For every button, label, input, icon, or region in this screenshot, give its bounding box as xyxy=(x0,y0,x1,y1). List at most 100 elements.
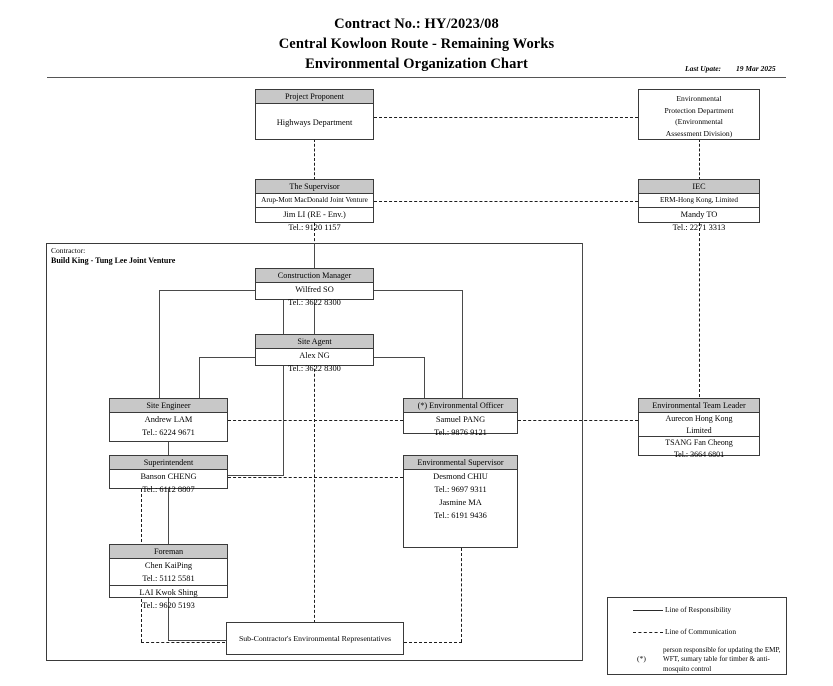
link-iec-team-leader xyxy=(699,223,700,397)
link-cm-left-h xyxy=(159,290,255,291)
box-iec-tel: Tel.: 2271 3313 xyxy=(672,223,726,232)
box-iec[interactable]: IEC ERM-Hong Kong, Limited Mandy TO Tel.… xyxy=(638,179,760,232)
box-env-supervisor-tel-1: Tel.: 9697 9311 xyxy=(434,485,487,494)
legend-dashed-line-sample xyxy=(633,632,663,633)
box-iec-person: Mandy TO xyxy=(680,210,718,219)
box-the-supervisor-tel: Tel.: 9120 1157 xyxy=(288,223,341,232)
link-site-engineer-eo xyxy=(228,420,403,421)
link-proponent-supervisor xyxy=(314,139,315,180)
link-cm-top xyxy=(314,243,315,268)
box-the-supervisor-title: The Supervisor xyxy=(256,180,373,194)
box-environmental-team-leader-title: Environmental Team Leader xyxy=(639,399,759,413)
link-env-supervisor-sub-dash xyxy=(461,548,462,642)
box-foreman-person-1: Chen KaiPing xyxy=(144,561,193,570)
box-construction-manager-title: Construction Manager xyxy=(256,269,373,283)
box-environmental-officer-person: Samuel PANG xyxy=(435,415,486,424)
link-foreman-sub-v xyxy=(168,598,169,640)
link-superintendent-env-supervisor xyxy=(228,477,403,478)
link-sa-right-v xyxy=(424,357,425,398)
box-iec-company: ERM-Hong Kong, Limited xyxy=(639,194,759,208)
box-construction-manager[interactable]: Construction Manager Wilfred SO Tel.: 36… xyxy=(255,268,374,307)
legend-asterisk-marker: (*) xyxy=(637,654,646,663)
link-env-supervisor-sub-dash-h xyxy=(404,642,462,643)
box-site-engineer-title: Site Engineer xyxy=(110,399,227,413)
box-environmental-officer-tel: Tel.: 9876 9121 xyxy=(434,428,487,437)
legend-solid-line-sample xyxy=(633,610,663,611)
box-project-proponent-title: Project Proponent xyxy=(256,90,373,104)
box-the-supervisor-company: Arup-Mott MacDonald Joint Venture xyxy=(256,194,373,208)
last-update-value: 19 Mar 2025 xyxy=(736,64,776,73)
link-cm-site-agent xyxy=(314,300,315,334)
box-site-agent-tel: Tel.: 3622 8300 xyxy=(288,364,341,373)
title-line-2: Central Kowloon Route - Remaining Works xyxy=(278,36,555,52)
box-site-engineer-tel: Tel.: 6224 9671 xyxy=(142,428,195,437)
epd-line-3: (Environmental xyxy=(675,117,723,126)
box-the-supervisor[interactable]: The Supervisor Arup-Mott MacDonald Joint… xyxy=(255,179,374,232)
box-foreman-person-2: LAI Kwok Shing xyxy=(110,585,227,599)
box-environmental-protection-department[interactable]: Environmental Protection Department (Env… xyxy=(638,89,760,140)
box-project-proponent-line1: Highways Department xyxy=(276,118,353,127)
link-sa-left-v xyxy=(199,357,200,398)
box-env-supervisor-tel-2: Tel.: 6191 9436 xyxy=(434,511,487,520)
legend-responsibility-label: Line of Responsibility xyxy=(665,605,732,614)
box-etl-person: TSANG Fan Cheong xyxy=(639,436,759,449)
box-the-supervisor-person: Jim LI (RE - Env.) xyxy=(283,210,346,219)
title-line-3: Environmental Organization Chart xyxy=(305,56,528,72)
box-etl-tel: Tel.: 3664 6801 xyxy=(673,450,725,459)
link-foreman-sub-h xyxy=(168,640,226,641)
link-proponent-epd xyxy=(374,117,638,118)
title-line-1: Contract No.: HY/2023/08 xyxy=(334,16,499,32)
link-supervisor-iec xyxy=(374,201,638,202)
link-supervisor-downspine xyxy=(314,223,315,633)
box-environmental-officer-title: (*) Environmental Officer xyxy=(404,399,517,413)
box-superintendent[interactable]: Superintendent Banson CHENG Tel.: 6112 8… xyxy=(109,455,228,494)
box-superintendent-title: Superintendent xyxy=(110,456,227,470)
box-project-proponent[interactable]: Project Proponent Highways Department xyxy=(255,89,374,140)
link-sa-right-h xyxy=(373,357,425,358)
epd-line-4: Assessment Division) xyxy=(665,128,733,138)
box-construction-manager-person: Wilfred SO xyxy=(295,285,334,294)
box-superintendent-person: Banson CHENG xyxy=(140,472,197,481)
box-site-agent-title: Site Agent xyxy=(256,335,373,349)
box-environmental-supervisor[interactable]: Environmental Supervisor Desmond CHIU Te… xyxy=(403,455,518,548)
box-subcontractor-representatives[interactable]: Sub-Contractor's Environmental Represent… xyxy=(226,622,404,655)
box-foreman-tel-1: Tel.: 5112 5581 xyxy=(142,574,195,583)
box-environmental-team-leader[interactable]: Environmental Team Leader Aurecon Hong K… xyxy=(638,398,760,459)
box-superintendent-tel: Tel.: 6112 8807 xyxy=(142,485,195,494)
box-subcontractor-title: Sub-Contractor's Environmental Represent… xyxy=(238,634,392,643)
link-eo-team-leader xyxy=(518,420,638,421)
box-etl-company-1: Aurecon Hong Kong xyxy=(665,414,733,423)
header-divider xyxy=(47,77,786,78)
link-epd-iec xyxy=(699,139,700,180)
box-etl-company-2: Limited xyxy=(686,426,712,435)
box-site-engineer-person: Andrew LAM xyxy=(144,415,193,424)
link-foreman-subcontractor-dash xyxy=(141,642,225,643)
epd-line-2: Protection Department xyxy=(664,105,734,115)
link-superintendent-rail-h xyxy=(227,475,283,476)
contractor-label: Contractor: xyxy=(51,246,86,255)
link-sa-left-h xyxy=(199,357,255,358)
link-superintendent-rail-v xyxy=(283,290,284,476)
box-site-agent[interactable]: Site Agent Alex NG Tel.: 3622 8300 xyxy=(255,334,374,373)
link-contractor-right-rail xyxy=(582,243,583,661)
box-site-engineer[interactable]: Site Engineer Andrew LAM Tel.: 6224 9671 xyxy=(109,398,228,442)
link-cm-right-v xyxy=(462,290,463,398)
box-site-agent-person: Alex NG xyxy=(299,351,330,360)
box-env-supervisor-person-2: Jasmine MA xyxy=(439,498,482,507)
box-iec-title: IEC xyxy=(639,180,759,194)
box-construction-manager-tel: Tel.: 3622 8300 xyxy=(288,298,341,307)
link-site-engineer-superintendent xyxy=(168,441,169,455)
legend-asterisk-note: person responsible for updating the EMP,… xyxy=(663,646,781,673)
last-update-label: Last Upate: xyxy=(685,64,722,73)
box-environmental-officer[interactable]: (*) Environmental Officer Samuel PANG Te… xyxy=(403,398,518,437)
page-title: Contract No.: HY/2023/08 Central Kowloon… xyxy=(0,14,833,74)
link-superintendent-foreman xyxy=(168,489,169,544)
link-cm-left-v xyxy=(159,290,160,398)
link-cm-right-h xyxy=(373,290,463,291)
epd-line-1: Environmental xyxy=(676,94,722,103)
legend-communication-label: Line of Communication xyxy=(665,627,737,636)
box-env-supervisor-person-1: Desmond CHIU xyxy=(433,472,488,481)
contractor-name: Build King - Tung Lee Joint Venture xyxy=(51,256,176,265)
box-foreman[interactable]: Foreman Chen KaiPing Tel.: 5112 5581 LAI… xyxy=(109,544,228,610)
